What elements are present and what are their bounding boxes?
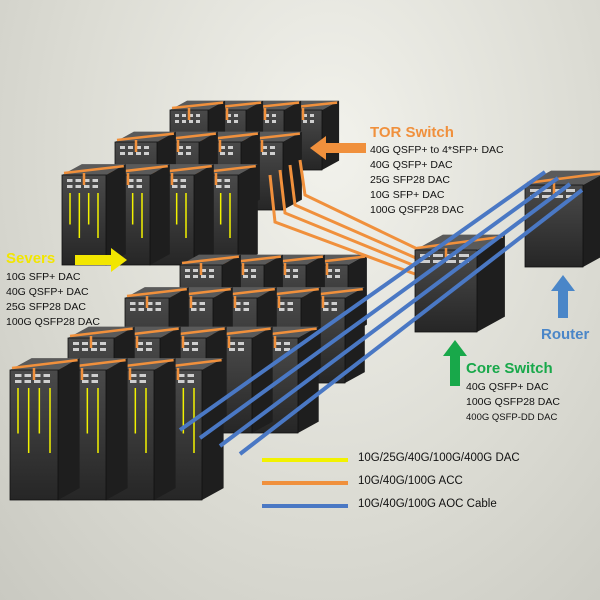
servers-spec-1: 40G QSFP+ DAC — [6, 286, 89, 298]
servers-specs: 10G SFP+ DAC 40G QSFP+ DAC 25G SFP28 DAC 10… — [6, 270, 100, 330]
server-rack — [9, 358, 80, 501]
core-spec-1: 100G QSFP28 DAC — [466, 396, 560, 408]
core-spec-0: 40G QSFP+ DAC — [466, 381, 549, 393]
router-arrow-icon — [551, 275, 575, 318]
core-switch-label: Core Switch — [466, 360, 553, 377]
router-rack — [524, 170, 600, 268]
server-cluster-upper — [61, 100, 340, 266]
tor-arrow-icon — [310, 136, 366, 160]
tor-switch-label: TOR Switch — [370, 124, 454, 141]
core-switch-title: Core Switch — [466, 360, 553, 377]
tor-spec-2: 25G SFP28 DAC — [370, 174, 450, 186]
servers-arrow-icon — [75, 248, 127, 272]
rack-row-lower-front — [9, 358, 224, 501]
router-title: Router — [541, 326, 590, 343]
servers-title: Severs — [6, 250, 56, 267]
server-rack — [61, 164, 126, 266]
core-spec-2: 400G QSFP-DD DAC — [466, 412, 558, 423]
tor-spec-3: 10G SFP+ DAC — [370, 189, 445, 201]
acc-cables — [268, 159, 431, 276]
legend-aoc-label: 10G/40G/100G AOC Cable — [358, 498, 497, 510]
legend-acc-label: 10G/40G/100G ACC — [358, 475, 463, 487]
servers-label: Severs — [6, 250, 55, 267]
legend — [262, 458, 348, 508]
tor-spec-4: 100G QSFP28 DAC — [370, 204, 464, 216]
aoc-cables — [178, 170, 584, 456]
core-arrow-icon — [443, 340, 467, 386]
legend-dac-label: 10G/25G/40G/100G/400G DAC — [358, 452, 520, 464]
rack-row-front — [61, 164, 258, 266]
server-rack — [524, 170, 600, 268]
servers-spec-3: 100G QSFP28 DAC — [6, 316, 100, 328]
servers-spec-0: 10G SFP+ DAC — [6, 271, 81, 283]
core-switch-specs: 40G QSFP+ DAC 100G QSFP28 DAC 400G QSFP-DD… — [466, 380, 560, 425]
tor-switch-specs: 40G QSFP+ to 4*SFP+ DAC 40G QSFP+ DAC 25G … — [370, 143, 504, 218]
servers-spec-2: 25G SFP28 DAC — [6, 301, 86, 313]
tor-spec-0: 40G QSFP+ to 4*SFP+ DAC — [370, 144, 504, 156]
tor-spec-1: 40G QSFP+ DAC — [370, 159, 453, 171]
router-label: Router — [541, 326, 589, 343]
tor-switch-title: TOR Switch — [370, 124, 454, 141]
